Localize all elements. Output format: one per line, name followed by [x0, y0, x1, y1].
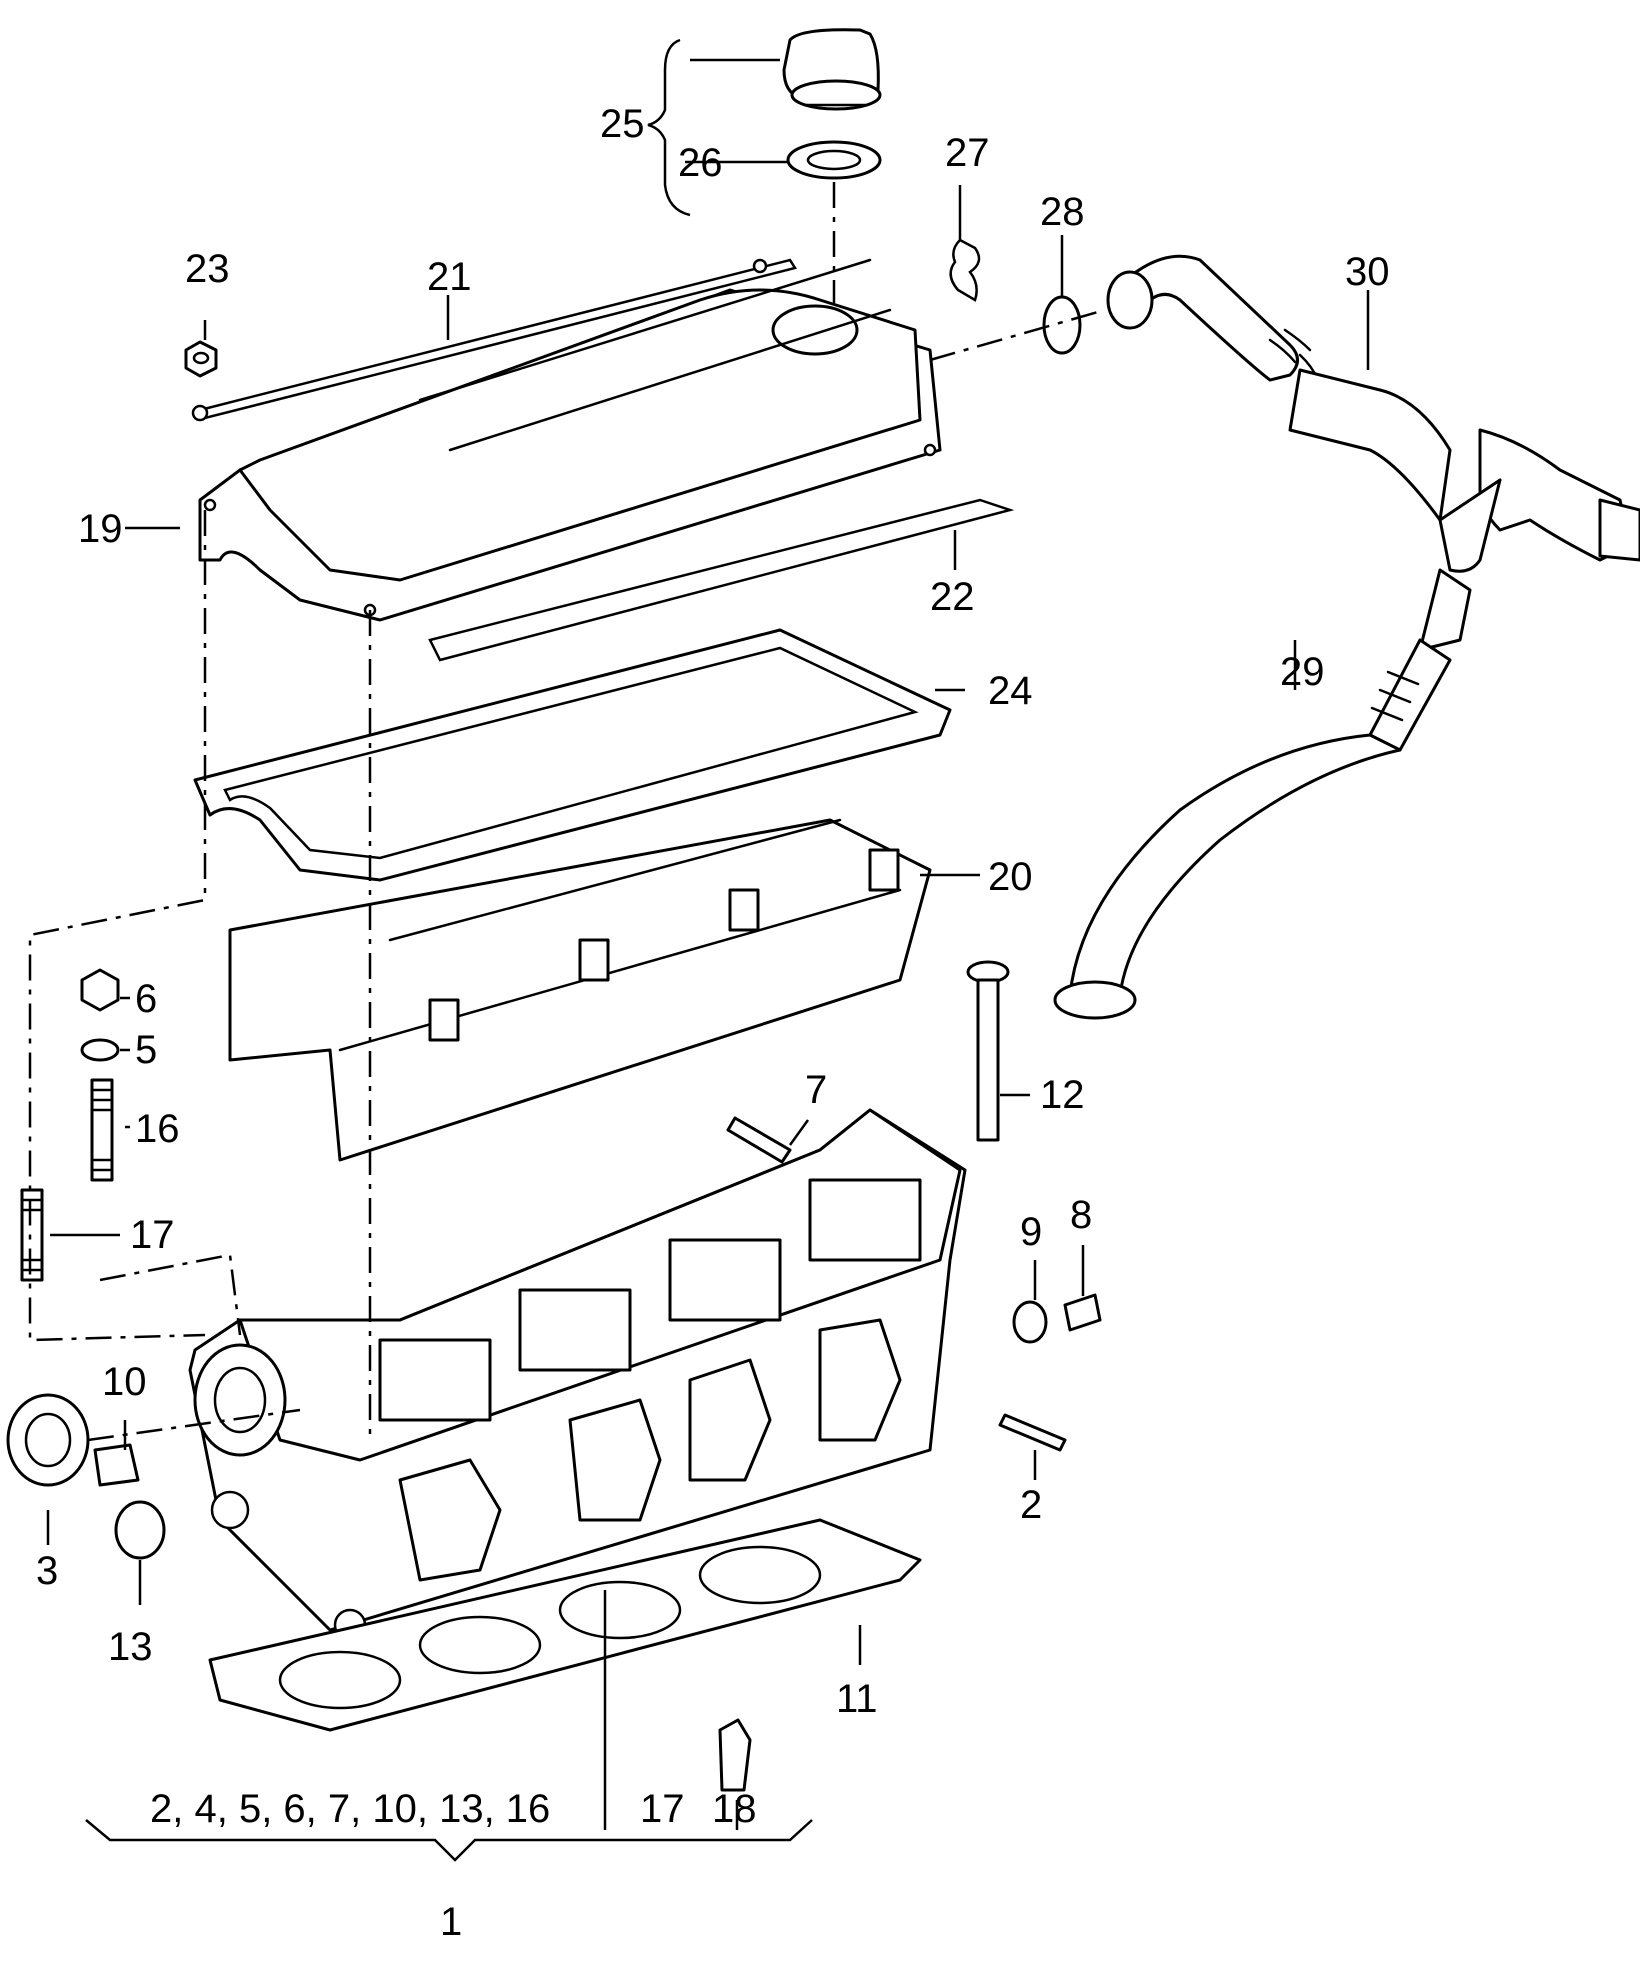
ring-13 — [114, 1500, 166, 1560]
oil-baffle-plate — [228, 818, 932, 1162]
stud-16 — [90, 1078, 114, 1182]
cover-nut — [184, 340, 218, 378]
cover-gasket-inner — [223, 646, 919, 860]
callout-24: 24 — [988, 669, 1033, 713]
washer-5 — [80, 1038, 120, 1062]
nut-6 — [80, 968, 120, 1012]
bush-10 — [93, 1443, 140, 1487]
baffle-top-boss-row — [388, 818, 842, 942]
callout-13: 13 — [108, 1625, 153, 1669]
assembly-list-17: 17 — [640, 1787, 685, 1831]
callout-5: 5 — [135, 1028, 157, 1072]
callout-12: 12 — [1040, 1073, 1085, 1117]
breather-hose-upper — [1106, 254, 1640, 573]
seal-dash-axis — [87, 1408, 301, 1442]
cylinder-head — [188, 1108, 967, 1642]
stud-17 — [20, 1188, 44, 1282]
breather-hose-lower — [1053, 568, 1472, 1020]
callout-26: 26 — [678, 141, 723, 185]
callout-17: 17 — [130, 1213, 175, 1257]
cylinder-head-cover — [198, 258, 942, 622]
callout-3: 3 — [36, 1549, 58, 1593]
breather-o-ring — [1042, 295, 1082, 355]
callout-8: 8 — [1070, 1193, 1092, 1237]
stud-2 — [998, 1413, 1067, 1452]
callout-16: 16 — [135, 1107, 180, 1151]
seal-9 — [1012, 1300, 1048, 1344]
callout-21: 21 — [427, 255, 472, 299]
breather-axis-line — [929, 308, 1106, 362]
callout-29: 29 — [1280, 650, 1325, 694]
callout-labels: 25 26 27 28 30 23 21 19 22 29 24 20 6 5 … — [36, 102, 1390, 1944]
callout-10: 10 — [102, 1360, 147, 1404]
callout-27: 27 — [945, 131, 990, 175]
callout-23: 23 — [185, 247, 230, 291]
stud-dash-axis — [99, 1253, 242, 1336]
oil-filler-cap — [782, 28, 882, 111]
wiring-strip — [428, 498, 1015, 662]
left-dash-axis — [28, 510, 207, 1342]
callout-11: 11 — [836, 1677, 878, 1721]
assembly-list-18: 18 — [712, 1787, 757, 1831]
callout-1: 1 — [440, 1900, 462, 1944]
plug-8 — [1063, 1293, 1102, 1332]
stud-7 — [726, 1116, 792, 1164]
valve-guide-18 — [718, 1718, 752, 1792]
callout-30: 30 — [1345, 250, 1390, 294]
leader-lines — [46, 38, 1370, 1862]
head-gasket — [208, 1518, 922, 1732]
callout-28: 28 — [1040, 190, 1085, 234]
assembly-list: 2, 4, 5, 6, 7, 10, 13, 16 — [150, 1787, 550, 1831]
callout-2: 2 — [1020, 1483, 1042, 1527]
callout-20: 20 — [988, 855, 1033, 899]
callout-25: 25 — [600, 102, 645, 146]
callout-7: 7 — [805, 1068, 827, 1112]
filler-cap-seal — [786, 140, 882, 180]
retaining-clip — [949, 238, 981, 302]
callout-22: 22 — [930, 575, 975, 619]
callout-9: 9 — [1020, 1210, 1042, 1254]
bolt-12 — [966, 960, 1010, 1142]
callout-6: 6 — [135, 977, 157, 1021]
callout-19: 19 — [78, 507, 123, 551]
